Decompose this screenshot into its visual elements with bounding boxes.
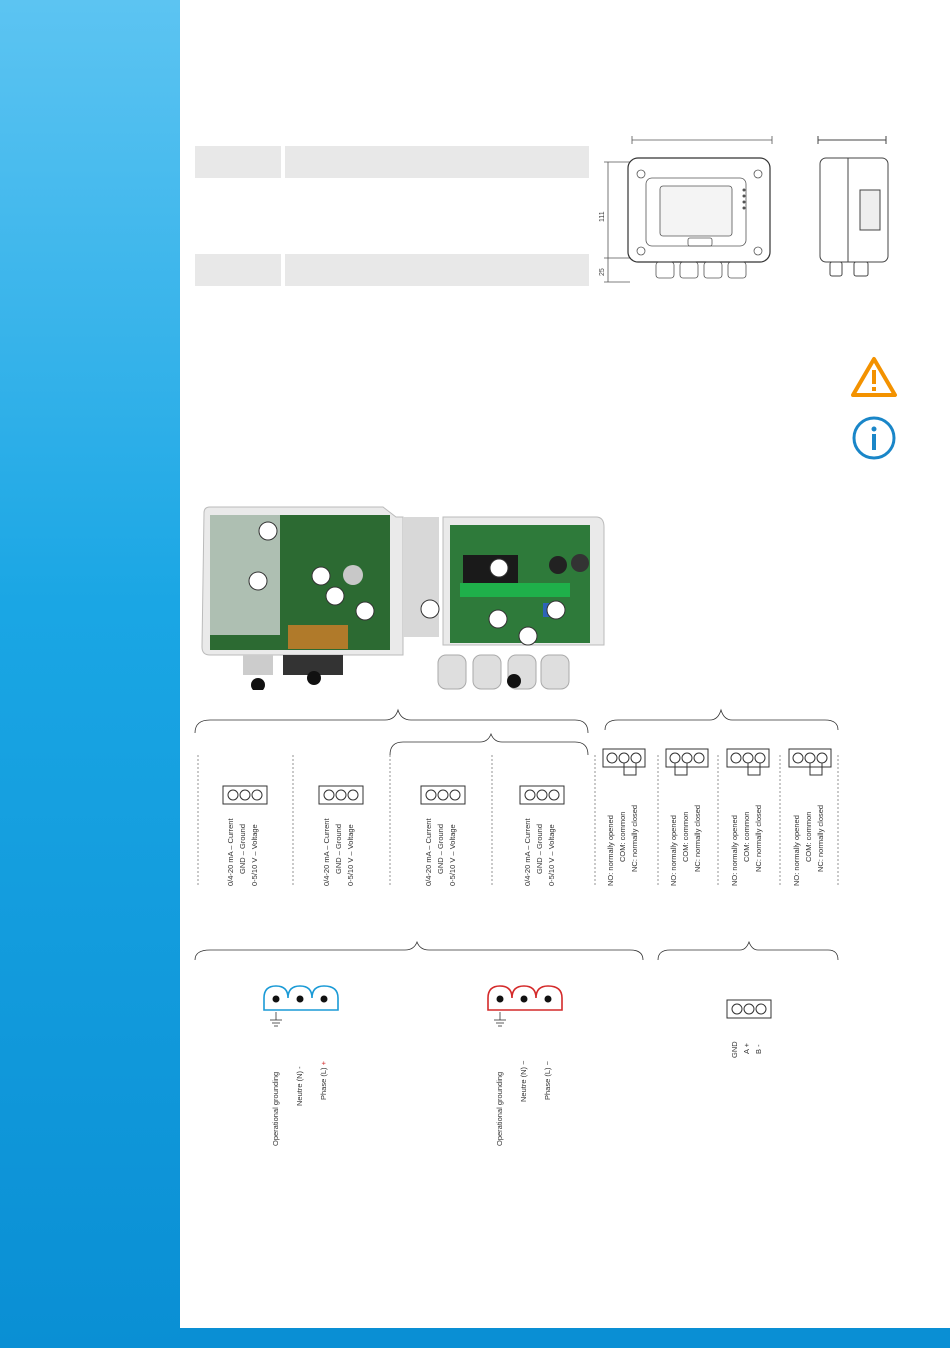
relay-4-label-nc: NC: normally closed — [816, 804, 825, 872]
power-dc-label-neutral: Neutre (N) - — [295, 1066, 304, 1106]
power-ac-connector — [487, 985, 563, 1027]
modbus-label-b: B - — [754, 1044, 763, 1054]
analog-4-label-voltage: 0-5/10 V – Voltage — [547, 824, 556, 886]
braces — [194, 708, 839, 961]
dimension-drawing — [604, 136, 773, 283]
relay-2-label-no: NO: normally opened — [669, 815, 678, 886]
spec-label-cell — [195, 146, 281, 178]
relay-1-label-com: COM: common — [618, 811, 627, 862]
analog-1-label-voltage: 0-5/10 V – Voltage — [250, 824, 259, 886]
power-ac-label-ground: Operational grounding — [495, 1071, 504, 1146]
warning-triangle-icon — [851, 357, 897, 397]
power-ac-label-neutral: Neutre (N) ~ — [519, 1060, 528, 1102]
spec-value-cell — [285, 254, 589, 286]
analog-terminal-3 — [420, 785, 466, 805]
analog-1-label-current: 0/4-20 mA – Current — [226, 818, 235, 886]
relay-3-label-no: NO: normally opened — [730, 815, 739, 886]
power-dc-connector — [263, 985, 339, 1027]
relay-2-label-com: COM: common — [681, 811, 690, 862]
analog-terminal-2 — [318, 785, 364, 805]
analog-3-label-ground: GND – Ground — [436, 823, 445, 874]
power-dc-label-ground: Operational grounding — [271, 1071, 280, 1146]
relay-4-label-com: COM: common — [804, 811, 813, 862]
relay-3-label-com: COM: common — [742, 811, 751, 862]
spec-value-cell — [285, 146, 589, 178]
relay-3-label-nc: NC: normally closed — [754, 804, 763, 872]
info-circle-icon — [852, 416, 896, 460]
analog-1-label-ground: GND – Ground — [238, 823, 247, 874]
bottom-bar — [180, 1328, 950, 1348]
analog-4-label-current: 0/4-20 mA – Current — [523, 818, 532, 886]
analog-2-label-ground: GND – Ground — [334, 823, 343, 874]
sidebar-band — [0, 0, 180, 1348]
side-view-drawing — [817, 136, 889, 277]
spec-label-cell — [195, 254, 281, 286]
analog-2-label-voltage: 0-5/10 V – Voltage — [346, 824, 355, 886]
analog-terminal-1 — [222, 785, 268, 805]
analog-terminal-4 — [519, 785, 565, 805]
relay-terminal-1 — [602, 748, 646, 776]
analog-3-label-current: 0/4-20 mA – Current — [424, 818, 433, 886]
relay-terminal-4 — [788, 748, 832, 776]
dimension-111: 111 — [599, 211, 606, 222]
relay-1-label-nc: NC: normally closed — [630, 804, 639, 872]
power-dc-plus: + — [319, 1060, 328, 1066]
modbus-label-a: A + — [742, 1042, 751, 1054]
relay-1-label-no: NO: normally opened — [606, 815, 615, 886]
analog-4-label-ground: GND – Ground — [535, 823, 544, 874]
spec-row — [195, 254, 589, 286]
modbus-terminal — [726, 999, 772, 1019]
analog-3-label-voltage: 0-5/10 V – Voltage — [448, 824, 457, 886]
power-dc-phase-text: Phase (L) — [319, 1067, 328, 1100]
power-dc-label-phase: Phase (L) + — [319, 1061, 328, 1100]
relay-4-label-no: NO: normally opened — [792, 815, 801, 886]
modbus-label-gnd: GND — [730, 1041, 739, 1058]
relay-2-label-nc: NC: normally closed — [693, 804, 702, 872]
dimension-25: 25 — [599, 268, 606, 276]
relay-terminal-2 — [665, 748, 709, 776]
relay-terminal-3 — [726, 748, 770, 776]
spec-row — [195, 146, 589, 178]
analog-2-label-current: 0/4-20 mA – Current — [322, 818, 331, 886]
device-internal-photo — [201, 506, 605, 690]
power-ac-label-phase: Phase (L) ~ — [543, 1061, 552, 1100]
